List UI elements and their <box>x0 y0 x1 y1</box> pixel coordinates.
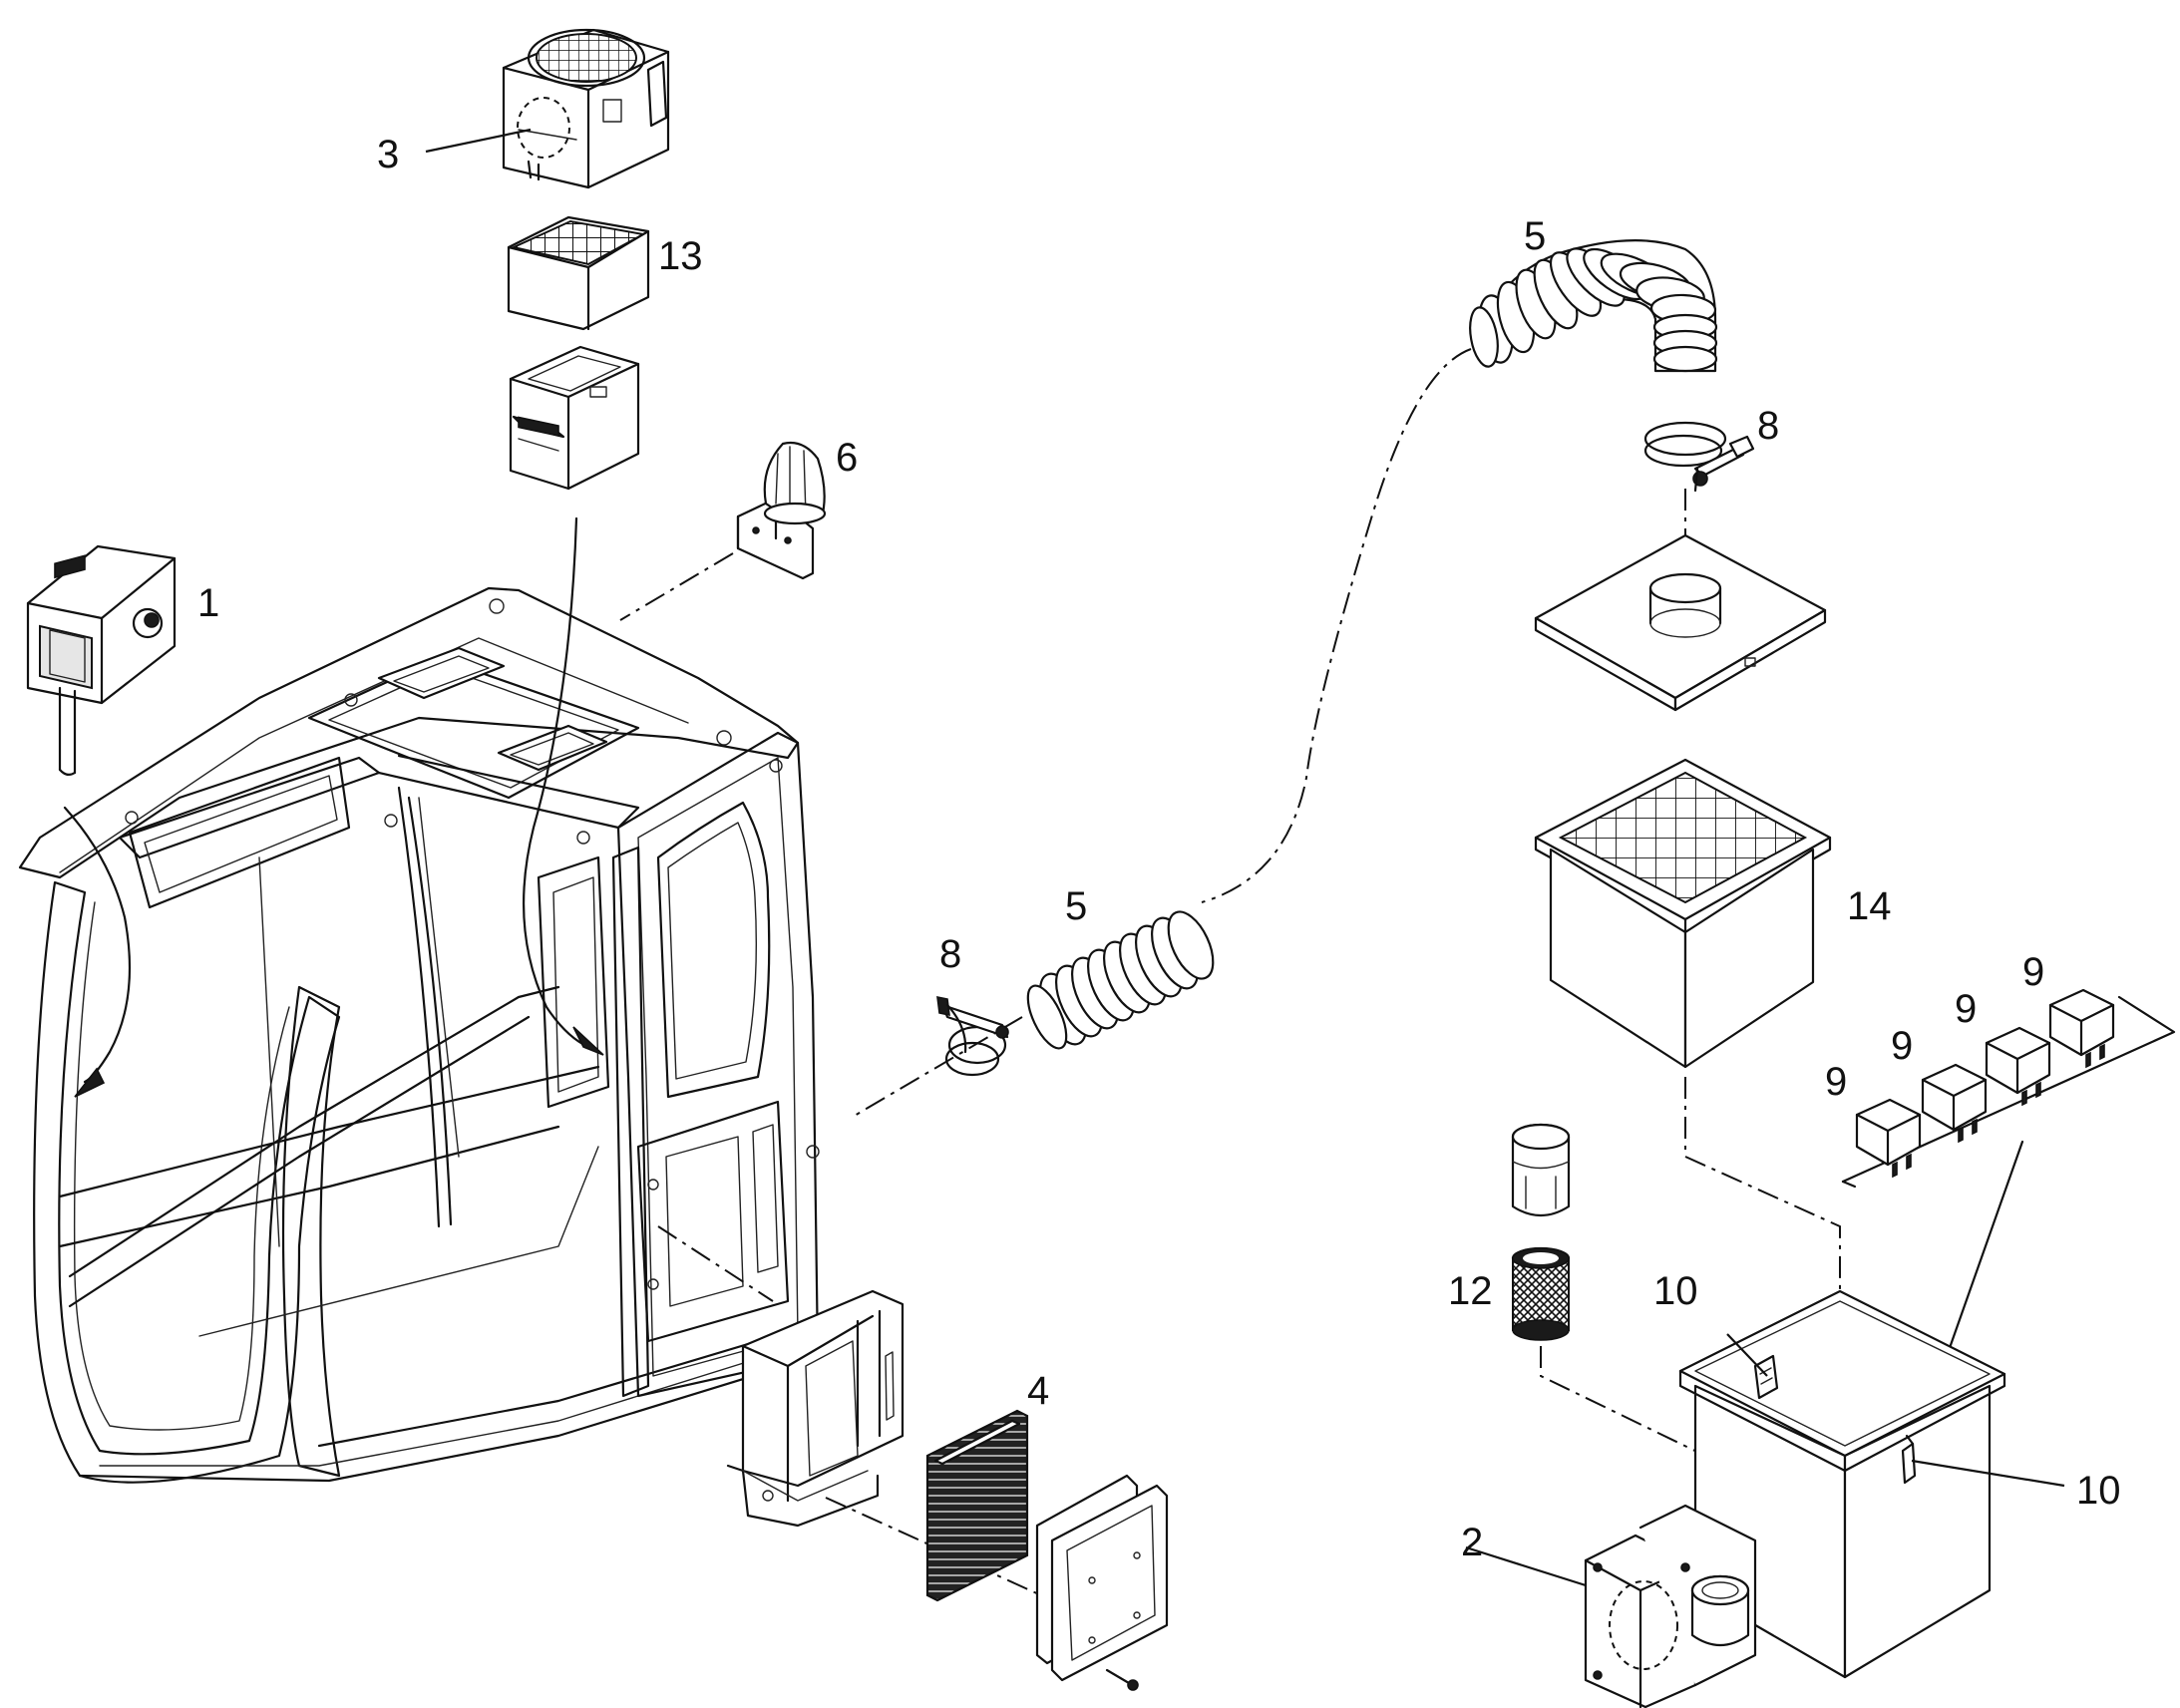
callout-13: 13 <box>658 234 703 278</box>
operator-cab <box>18 586 820 1484</box>
part-13-filter <box>507 215 650 331</box>
callout-5-lower: 5 <box>1065 884 1087 928</box>
hose-lower-corrugations <box>1039 910 1215 1046</box>
part-9-relay-2 <box>1921 1063 1988 1144</box>
callout-9-a: 9 <box>1825 1060 1847 1104</box>
callout-8-lower: 8 <box>939 932 961 976</box>
callout-3: 3 <box>377 133 399 176</box>
part-12-mesh-strainer <box>1511 1246 1571 1341</box>
part-9-relay-1 <box>1855 1098 1922 1179</box>
part-9-relay-3 <box>1985 1026 2051 1107</box>
callout-14: 14 <box>1847 884 1892 928</box>
part-1-control-unit <box>26 544 177 777</box>
callout-1: 1 <box>197 581 219 625</box>
callout-4: 4 <box>1027 1369 1049 1413</box>
part-2-blower-unit <box>1584 1504 1757 1708</box>
filter-cup <box>509 345 640 491</box>
callout-10-side: 10 <box>2076 1469 2121 1513</box>
callout-9-c: 9 <box>1955 987 1977 1031</box>
callout-2: 2 <box>1461 1521 1483 1564</box>
callout-9-d: 9 <box>2022 950 2044 994</box>
callout-8-upper: 8 <box>1757 404 1779 448</box>
filter-cap <box>1511 1123 1571 1217</box>
part-4-filter-housing <box>726 1289 905 1528</box>
part-6-beacon-light <box>736 441 827 580</box>
callout-12: 12 <box>1448 1269 1493 1313</box>
relay-bracket <box>1841 995 2176 1189</box>
access-cover <box>1035 1474 1169 1691</box>
mounting-plate <box>1534 533 1827 712</box>
callout-5-upper: 5 <box>1524 214 1546 258</box>
hose-upper-corrugations <box>1478 247 1718 373</box>
part-14-filter-box <box>1534 758 1832 1069</box>
part-4-filter-panel <box>925 1409 1029 1602</box>
part-5-hose-lower <box>1026 910 1215 1050</box>
part-9-relay-4 <box>2048 988 2115 1069</box>
filter-housing-box <box>1678 1289 2006 1679</box>
cab-bolts <box>125 598 820 1290</box>
callouts: 1 2 3 4 5 5 6 8 8 9 9 9 9 10 10 12 13 14 <box>197 133 2121 1564</box>
leader-lines <box>425 128 2065 1587</box>
part-5-hose-upper <box>1469 239 1718 373</box>
part-3-top-housing <box>502 28 670 189</box>
callout-6: 6 <box>836 436 858 480</box>
part-8-hose-clamp-upper <box>1643 421 1755 493</box>
part-8-hose-clamp-lower <box>936 995 1009 1077</box>
callout-9-b: 9 <box>1891 1024 1913 1068</box>
callout-10-inner: 10 <box>1653 1269 1698 1313</box>
